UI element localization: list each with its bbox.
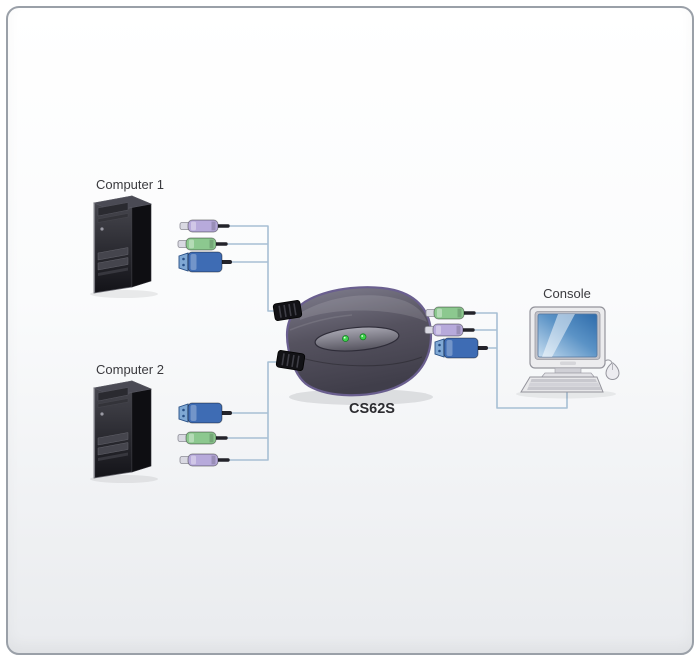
console-ps2-mouse-connector-icon: [424, 305, 476, 321]
computer1-group: Computer 1: [90, 177, 232, 298]
kvm-switch-group: CS62S: [272, 286, 488, 417]
computer1-label: Computer 1: [96, 177, 164, 192]
console-vga-connector-icon: [433, 336, 488, 360]
cable-computer2-to-switch: [226, 361, 294, 461]
keyboard-icon: [520, 376, 604, 393]
port2-led-glint: [361, 335, 364, 337]
computer1-ps2-mouse-connector-icon: [176, 236, 228, 252]
computer2-shadow: [90, 475, 158, 483]
switch-model-label: CS62S: [349, 401, 395, 417]
computer2-ps2-keyboard-connector-icon: [178, 452, 230, 468]
computer1-shadow: [90, 290, 158, 298]
monitor-icon: [529, 306, 606, 380]
computer1-ps2-keyboard-connector-icon: [178, 218, 230, 234]
kvm-switch-sheen: [300, 295, 427, 322]
computer2-vga-connector-icon: [177, 401, 232, 425]
computer1-tower-icon: [93, 195, 152, 294]
console-ps2-keyboard-connector-icon: [423, 322, 475, 338]
computer2-tower-icon: [93, 380, 152, 479]
computer2-group: Computer 2: [90, 362, 232, 483]
console-group: Console: [516, 286, 620, 399]
cpu2-port: [275, 349, 306, 372]
computer2-ps2-mouse-connector-icon: [176, 430, 228, 446]
cpu1-port: [272, 299, 303, 322]
kvm-switch-crease-top: [289, 314, 353, 331]
cable-computer1-to-switch: [226, 225, 292, 312]
port2-led: [359, 333, 367, 341]
kvm-switch-led-panel: [314, 326, 400, 352]
console-label: Console: [543, 286, 591, 301]
port1-led: [342, 335, 349, 342]
port1-led-glint: [343, 336, 346, 339]
computer1-vga-connector-icon: [177, 250, 232, 274]
computer2-label: Computer 2: [96, 362, 164, 377]
mouse-icon: [604, 359, 620, 381]
kvm-switch-crease-bottom: [291, 354, 423, 367]
